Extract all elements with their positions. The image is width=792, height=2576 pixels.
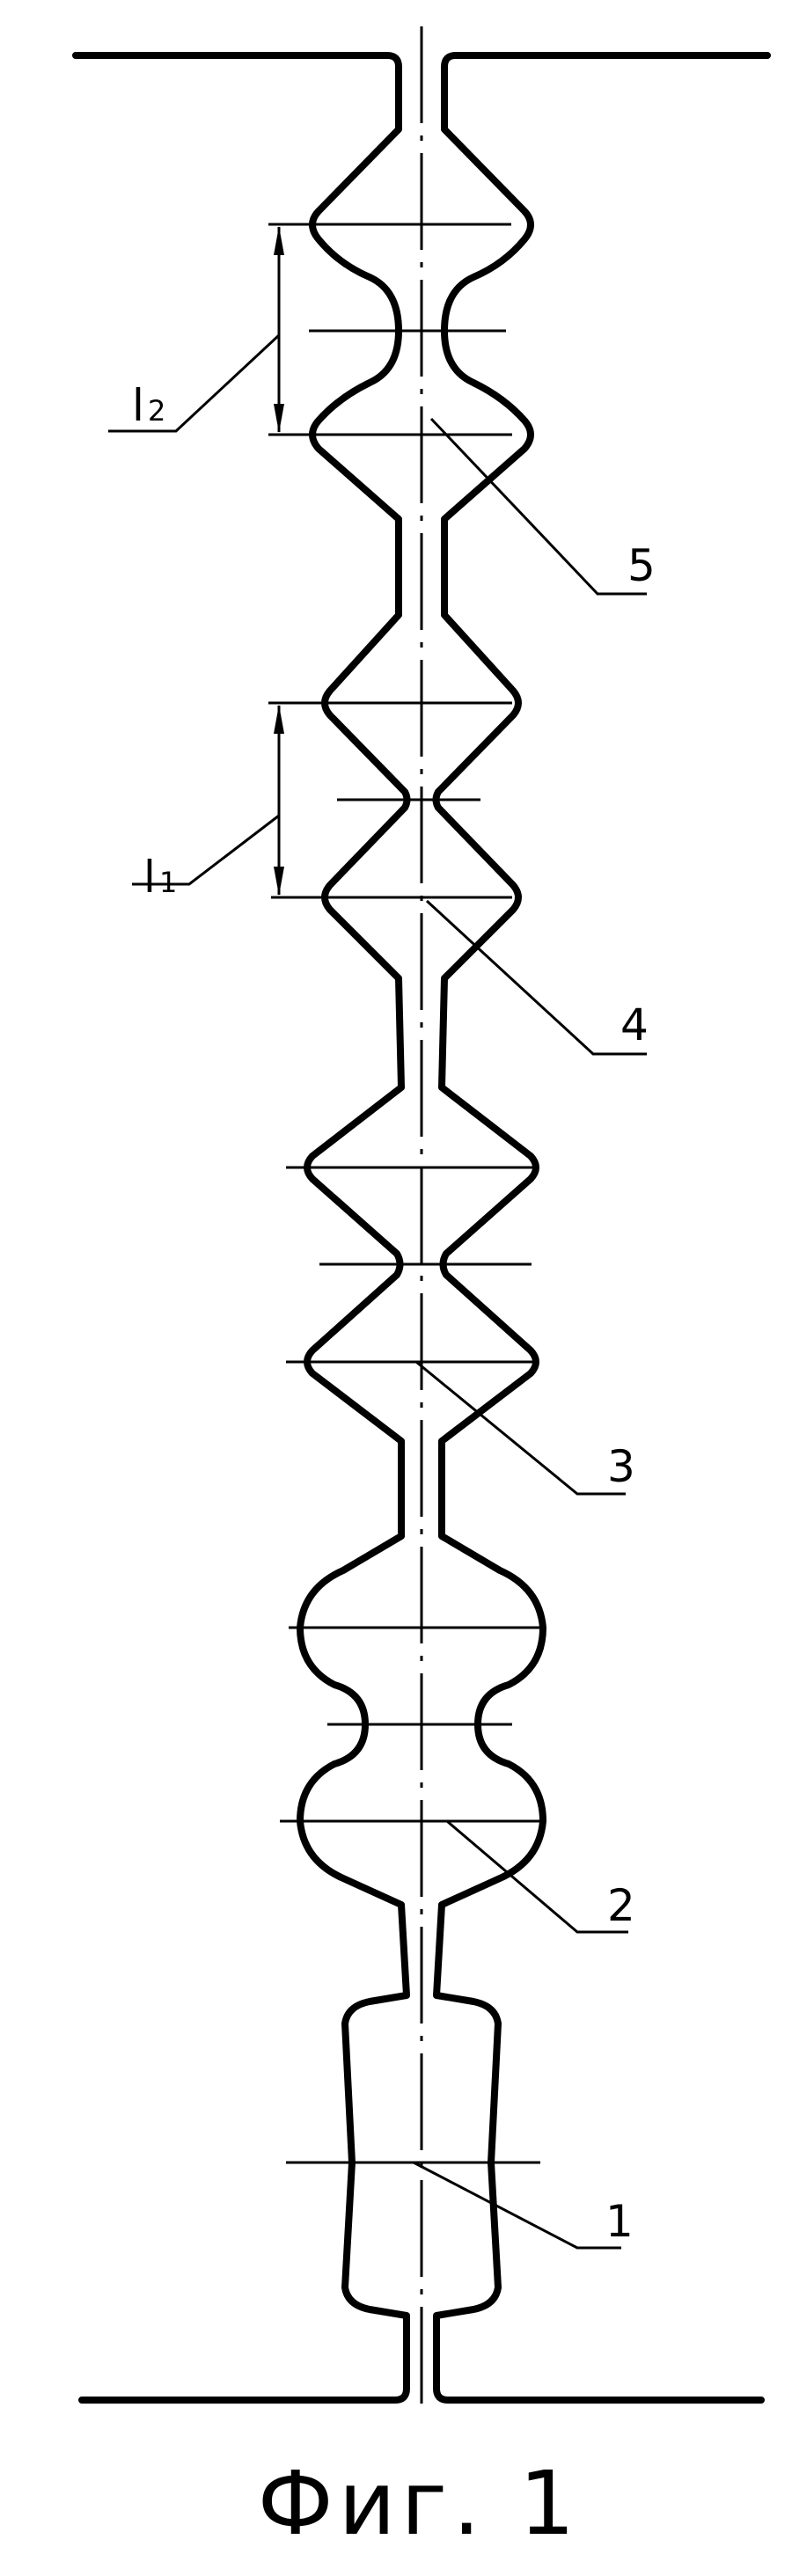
dimension-l1: l 1 [132, 705, 284, 903]
profile-right-wall [436, 55, 768, 2400]
callouts: 5 4 3 2 1 [414, 419, 656, 2248]
arrow-up-icon [274, 705, 284, 734]
arrow-down-icon [274, 404, 284, 433]
callout-2: 2 [607, 1880, 635, 1931]
dimension-label-l1: l [143, 852, 156, 903]
figure-caption: Фиг. 1 [258, 2452, 581, 2555]
profile-left-wall [76, 55, 407, 2400]
callout-3: 3 [607, 1441, 635, 1492]
dimension-subscript-l1: 1 [159, 866, 177, 899]
callout-5: 5 [627, 540, 656, 591]
callout-4: 4 [620, 999, 649, 1050]
section-lines [268, 224, 542, 2163]
arrow-down-icon [274, 867, 284, 896]
leader-line-4 [427, 901, 647, 1054]
dimension-l2: l 2 [108, 226, 284, 433]
arrow-up-icon [274, 226, 284, 255]
dimension-label-l2: l [132, 380, 144, 431]
callout-1: 1 [605, 2196, 634, 2247]
leader-line-1 [414, 2163, 621, 2248]
dimension-subscript-l2: 2 [148, 394, 165, 428]
